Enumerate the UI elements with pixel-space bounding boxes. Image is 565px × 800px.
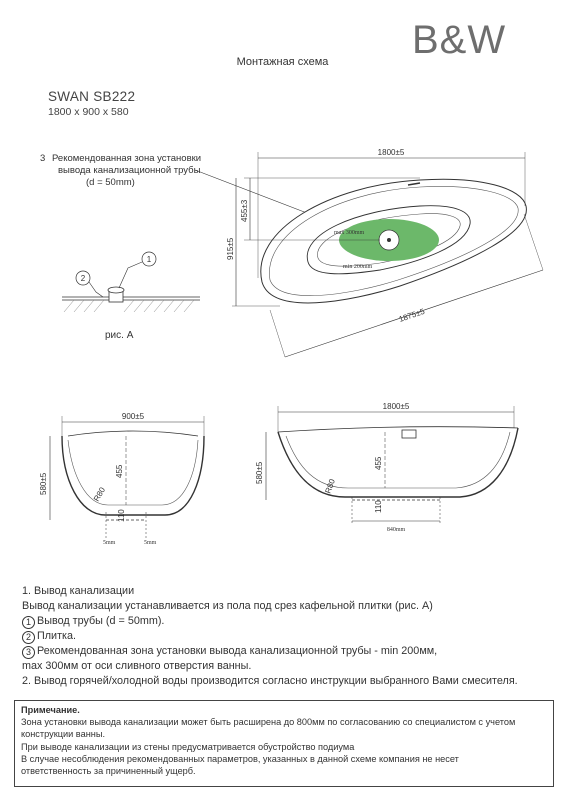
drain-offset-label: 455±3 (240, 199, 249, 222)
zone-note-line2: вывода канализационной трубы (58, 165, 201, 176)
note-line3: При выводе канализации из стены предусма… (21, 741, 355, 752)
brand-logo: B&W (412, 18, 507, 62)
instr-line4-text: Плитка. (37, 630, 77, 642)
detail-a: 1 2 (62, 251, 200, 313)
note-line2: конструкции ванны. (21, 729, 105, 740)
note-line5: ответственность за причиненный ущерб. (21, 766, 196, 777)
front-width-label: 1800±5 (383, 402, 410, 411)
side-width-label: 900±5 (122, 412, 145, 421)
zone-note-line3: (d = 50mm) (86, 177, 135, 188)
front-base-width-label: 840mm (387, 527, 406, 533)
side-left-gap: 5mm (103, 540, 116, 546)
front-inner-height-label: 455 (374, 456, 383, 470)
page-subtitle: Монтажная схема (236, 56, 329, 68)
note-line1: Зона установки вывода канализации может … (21, 717, 516, 728)
technical-drawing: 1 2 max 300mm min 200mm 1800±5 455±3 (39, 148, 544, 546)
side-inner-height-label: 455 (115, 464, 124, 478)
side-right-gap: 5mm (144, 540, 157, 546)
note-box: Примечание. Зона установки вывода канали… (14, 700, 554, 787)
instr-circle-2: 2 (22, 631, 35, 644)
instr-line1: 1. Вывод канализации (22, 585, 135, 597)
instr-line7: 2. Вывод горячей/холодной воды производи… (22, 675, 518, 687)
top-diagonal-label: 1875±5 (398, 307, 427, 324)
instr-circle-3: 3 (22, 646, 35, 659)
zone-note-number: 3 (40, 153, 46, 164)
zone-note: 3 Рекомендованная зона установки вывода к… (40, 153, 201, 189)
front-base-label: 110 (374, 500, 383, 513)
top-depth-label: 915±5 (226, 237, 235, 260)
zone-note-line1: Рекомендованная зона установки (52, 153, 202, 164)
top-view: max 300mm min 200mm 1800±5 455±3 915±5 1… (194, 148, 544, 358)
instr-line5-text: Рекомендованная зона установки вывода ка… (37, 645, 438, 657)
callout-2-label: 2 (81, 274, 86, 283)
side-base-label: 110 (117, 509, 126, 522)
front-radius-label: R80 (323, 477, 337, 494)
callout-1 (141, 251, 157, 267)
side-view: 900±5 455 R80 580±5 110 5mm 5mm (39, 412, 205, 546)
instr-line2: Вывод канализации устанавливается из пол… (22, 600, 433, 612)
model-name: SWAN SB222 (48, 89, 136, 104)
callout-1-label: 1 (147, 255, 152, 264)
max-label: max 300mm (334, 230, 364, 236)
side-radius-label: R80 (92, 485, 107, 503)
detail-caption: рис. А (105, 330, 134, 341)
callout-2 (75, 270, 91, 286)
top-width-label: 1800±5 (378, 148, 405, 157)
front-height-label: 580±5 (255, 461, 264, 484)
note-line4: В случае несоблюдения рекомендованных па… (21, 753, 459, 764)
model-dimensions: 1800 x 900 x 580 (48, 106, 129, 118)
instr-line6: max 300мм от оси сливного отверстия ванн… (22, 660, 252, 672)
front-view: 1800±5 455 R80 580±5 110 840mm (255, 402, 519, 533)
instr-line3-text: Вывод трубы (d = 50mm). (37, 615, 165, 627)
note-title: Примечание. (21, 705, 80, 715)
instructions: 1. Вывод канализации Вывод канализации у… (22, 584, 557, 689)
side-height-label: 580±5 (39, 472, 48, 495)
min-label: min 200mm (343, 264, 373, 270)
instr-circle-1: 1 (22, 616, 35, 629)
